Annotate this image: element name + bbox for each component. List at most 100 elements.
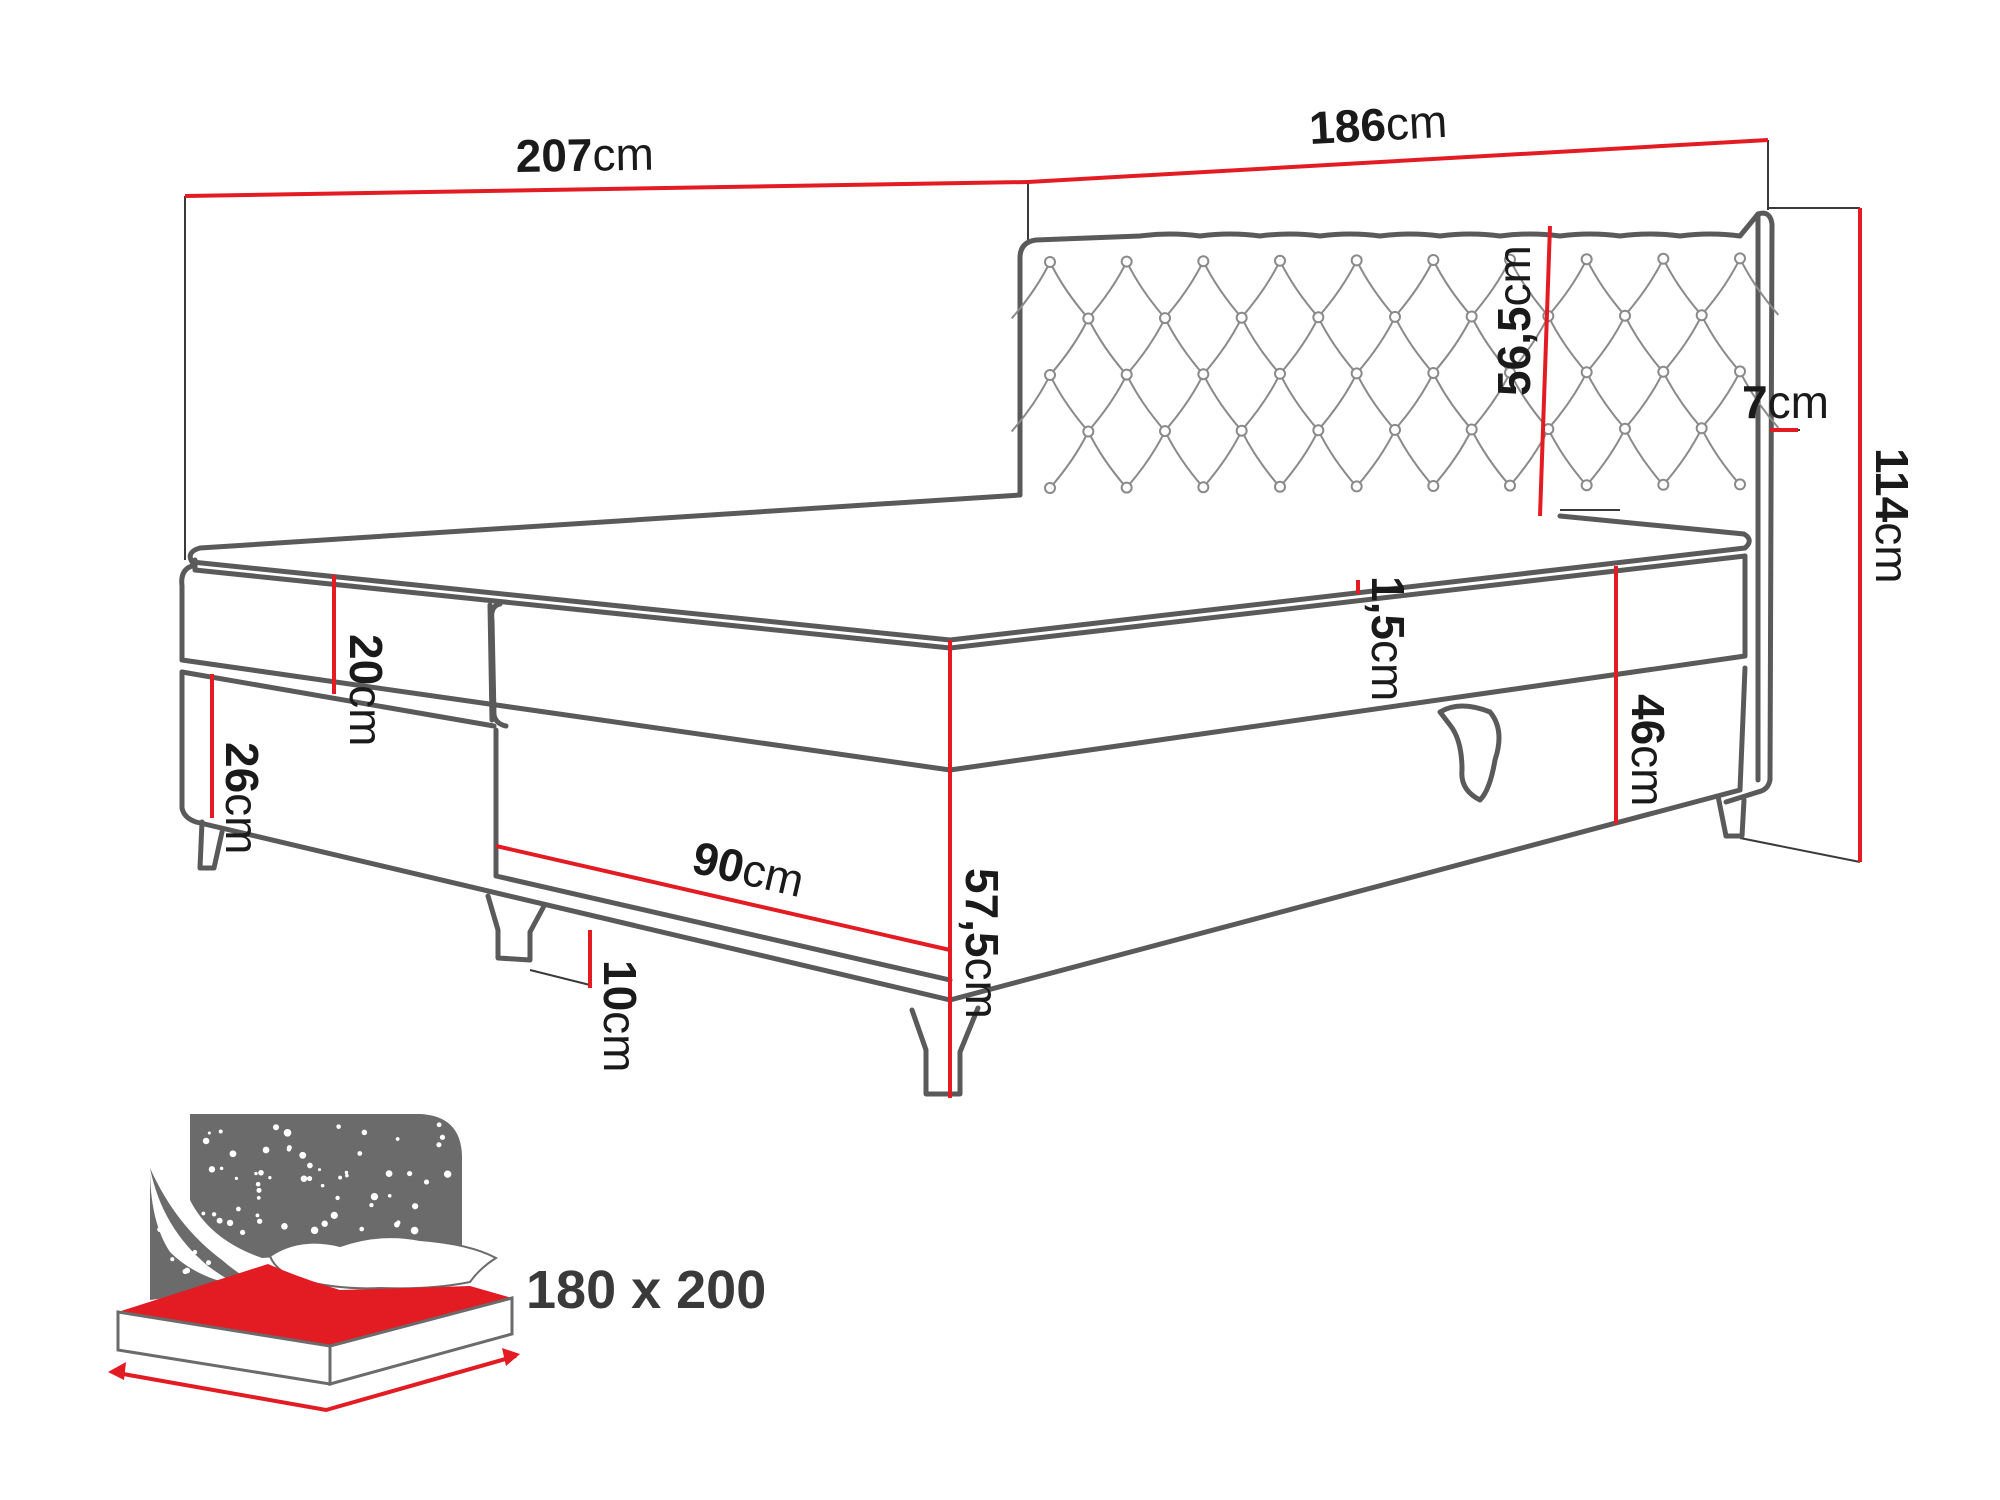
- tuft-seam: [1240, 373, 1320, 431]
- star-icon: [439, 1134, 446, 1140]
- star-icon: [317, 1168, 322, 1172]
- tuft-button-icon: [1312, 311, 1325, 324]
- label-leg-height: 10cm: [594, 960, 646, 1073]
- star-icon: [330, 1211, 338, 1219]
- star-icon: [268, 1176, 272, 1180]
- tuft-seam: [1432, 429, 1511, 487]
- star-icon: [177, 1200, 181, 1204]
- star-icon: [385, 1170, 393, 1178]
- star-icon: [273, 1124, 280, 1131]
- tuft-button-icon: [1389, 423, 1401, 436]
- star-icon: [281, 1223, 288, 1230]
- star-icon: [387, 1193, 392, 1198]
- leg-front-mid: [485, 893, 547, 963]
- label-sleeping-height: 57,5cm: [956, 868, 1008, 1019]
- dim-line-half-width: [495, 844, 951, 952]
- tuft-button-icon: [1734, 252, 1746, 265]
- mattress-size-icon: [108, 1114, 520, 1413]
- tuft-seam: [1049, 318, 1128, 376]
- tuft-button-icon: [1657, 478, 1670, 491]
- tuft-button-icon: [1619, 422, 1631, 435]
- storage-handle: [1437, 703, 1502, 803]
- box-spring: [179, 665, 1748, 1003]
- tuft-seam: [1010, 261, 1090, 320]
- tuft-button-icon: [1235, 424, 1248, 437]
- tuft-seam: [1547, 371, 1626, 430]
- star-icon: [410, 1226, 419, 1235]
- tuft-seam: [1355, 429, 1435, 488]
- star-icon: [192, 1249, 198, 1255]
- tuft-seam: [1240, 260, 1320, 318]
- tuft-seam: [1125, 317, 1205, 376]
- tuft-seam: [1662, 314, 1741, 373]
- tuft-seam: [1547, 258, 1626, 317]
- star-icon: [229, 1150, 237, 1158]
- tuft-button-icon: [1465, 423, 1478, 436]
- dimension-lines: [184, 138, 1862, 1098]
- tuft-button-icon: [1427, 480, 1440, 492]
- star-icon: [201, 1211, 206, 1216]
- leg-front-corner: [909, 1005, 981, 1097]
- tuft-seam: [1394, 372, 1473, 431]
- tuft-button-icon: [1197, 481, 1210, 494]
- tuft-button-icon: [1235, 311, 1248, 324]
- tuft-button-icon: [1695, 422, 1708, 435]
- star-icon: [369, 1202, 374, 1208]
- label-mattress-height: 20cm: [340, 634, 392, 747]
- dim-line-headboard-width: [1027, 138, 1769, 184]
- label-box-height: 26cm: [216, 742, 268, 855]
- tuft-button-icon: [1082, 425, 1095, 438]
- star-icon: [180, 1211, 187, 1218]
- star-icon: [255, 1213, 260, 1218]
- tuft-button-icon: [1197, 255, 1210, 268]
- star-icon: [338, 1175, 343, 1180]
- star-icon: [207, 1131, 211, 1135]
- tuft-button-icon: [1044, 482, 1056, 494]
- star-icon: [286, 1147, 292, 1152]
- star-icon: [306, 1175, 313, 1182]
- star-icon: [239, 1229, 246, 1236]
- tuft-button-icon: [1312, 424, 1325, 437]
- label-overall-length: 207cm: [515, 128, 654, 182]
- label-headboard-depth: 7cm: [1742, 376, 1829, 428]
- tuft-button-icon: [1389, 310, 1401, 323]
- tuft-button-icon: [1120, 481, 1133, 494]
- tuft-seam: [1125, 430, 1205, 489]
- star-icon: [283, 1128, 292, 1137]
- tuft-button-icon: [1274, 254, 1286, 267]
- tuft-button-icon: [1580, 253, 1593, 266]
- tuft-button-icon: [1120, 368, 1133, 381]
- mattress-side: [179, 553, 1748, 773]
- star-icon: [423, 1179, 430, 1185]
- star-icon: [255, 1181, 261, 1187]
- tuft-seam: [1355, 316, 1435, 375]
- star-icon: [395, 1137, 400, 1141]
- star-icon: [336, 1124, 341, 1129]
- tuft-button-icon: [1580, 366, 1593, 379]
- star-icon: [307, 1162, 313, 1169]
- tuft-seam: [1624, 258, 1703, 316]
- star-icon: [236, 1206, 241, 1212]
- star-icon: [357, 1151, 363, 1156]
- label-headboard-height: 56,5cm: [1488, 245, 1540, 396]
- star-icon: [256, 1218, 263, 1224]
- tuft-seam: [1509, 428, 1588, 487]
- star-icon: [234, 1176, 239, 1180]
- tuft-button-icon: [1044, 369, 1056, 381]
- tuft-button-icon: [1120, 255, 1133, 268]
- star-icon: [310, 1226, 319, 1235]
- tuft-button-icon: [1657, 365, 1670, 378]
- star-icon: [216, 1217, 223, 1224]
- tuft-button-icon: [1695, 309, 1708, 322]
- star-icon: [299, 1151, 307, 1159]
- tuft-seam: [1279, 429, 1358, 488]
- star-icon: [170, 1257, 175, 1262]
- stars-icon: [157, 1122, 452, 1275]
- tuft-seam: [1317, 372, 1396, 431]
- label-total-height: 114cm: [1866, 448, 1918, 584]
- tuft-seam: [1624, 371, 1703, 429]
- star-icon: [221, 1239, 225, 1243]
- label-topper-height: 1,5cm: [1362, 576, 1414, 701]
- tuft-button-icon: [1465, 310, 1478, 323]
